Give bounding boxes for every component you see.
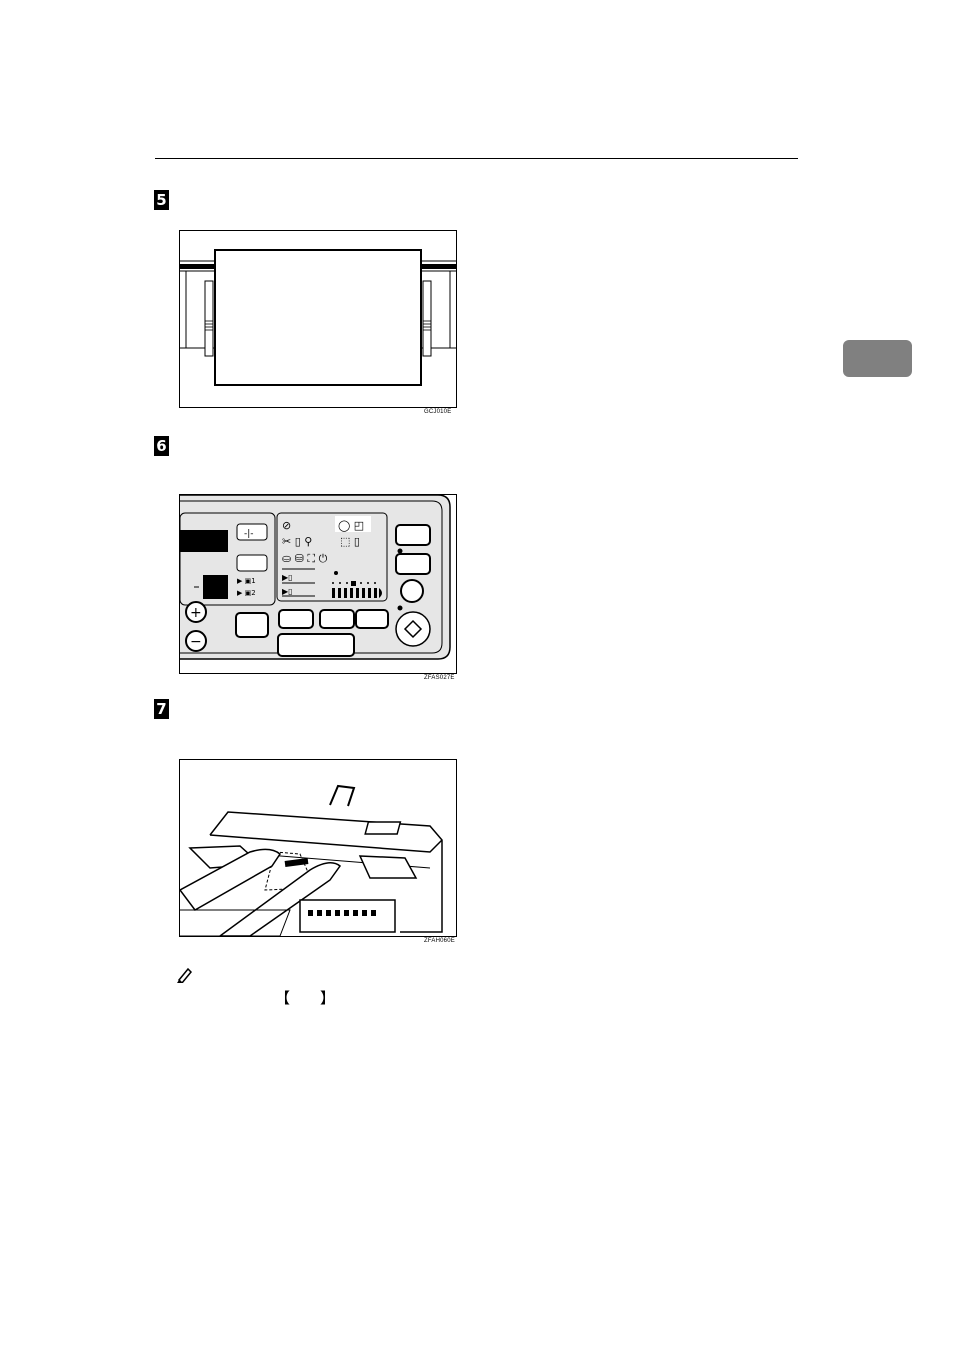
svg-text:⬚ ▯: ⬚ ▯: [340, 535, 360, 548]
pencil-note-icon: [177, 967, 192, 983]
step-number: 6: [154, 436, 169, 456]
svg-text:-|-: -|-: [244, 529, 254, 539]
svg-text:▶▯: ▶▯: [282, 587, 293, 596]
svg-text:◯ ◰: ◯ ◰: [338, 519, 364, 532]
header-rule: [155, 158, 798, 159]
svg-text:⛀ ⛁ ⛶ ⏻: ⛀ ⛁ ⛶ ⏻: [282, 552, 328, 565]
svg-text:✂ ▯ ⚲: ✂ ▯ ⚲: [282, 535, 312, 548]
figure-code: ZFAH060E: [424, 938, 455, 944]
key-open-bracket: 【: [275, 989, 291, 1007]
step-number: 5: [154, 190, 169, 210]
svg-text:▶ ▣2: ▶ ▣2: [237, 589, 256, 597]
key-close-bracket: 】: [320, 989, 336, 1007]
svg-text:⊘: ⊘: [282, 519, 291, 532]
svg-text:▶▯: ▶▯: [282, 573, 293, 582]
figure-code: GCJ010E: [424, 409, 452, 415]
figure-code: ZFAS027E: [424, 675, 455, 681]
figure-original-placement: [179, 230, 457, 408]
svg-text:+: +: [190, 605, 202, 621]
svg-text:−: −: [190, 634, 202, 650]
svg-text:▶ ▣1: ▶ ▣1: [237, 577, 256, 585]
step-number: 7: [154, 699, 169, 719]
figure-operation-panel: -|- ▶ ▣1 ▶ ▣2 ⊘ ◯ ◰ ✂ ▯ ⚲ ⬚ ▯ ⛀ ⛁ ⛶ ⏻ ▶▯…: [179, 494, 457, 674]
figure-insert-original: [179, 759, 457, 937]
chapter-tab: [843, 340, 912, 377]
